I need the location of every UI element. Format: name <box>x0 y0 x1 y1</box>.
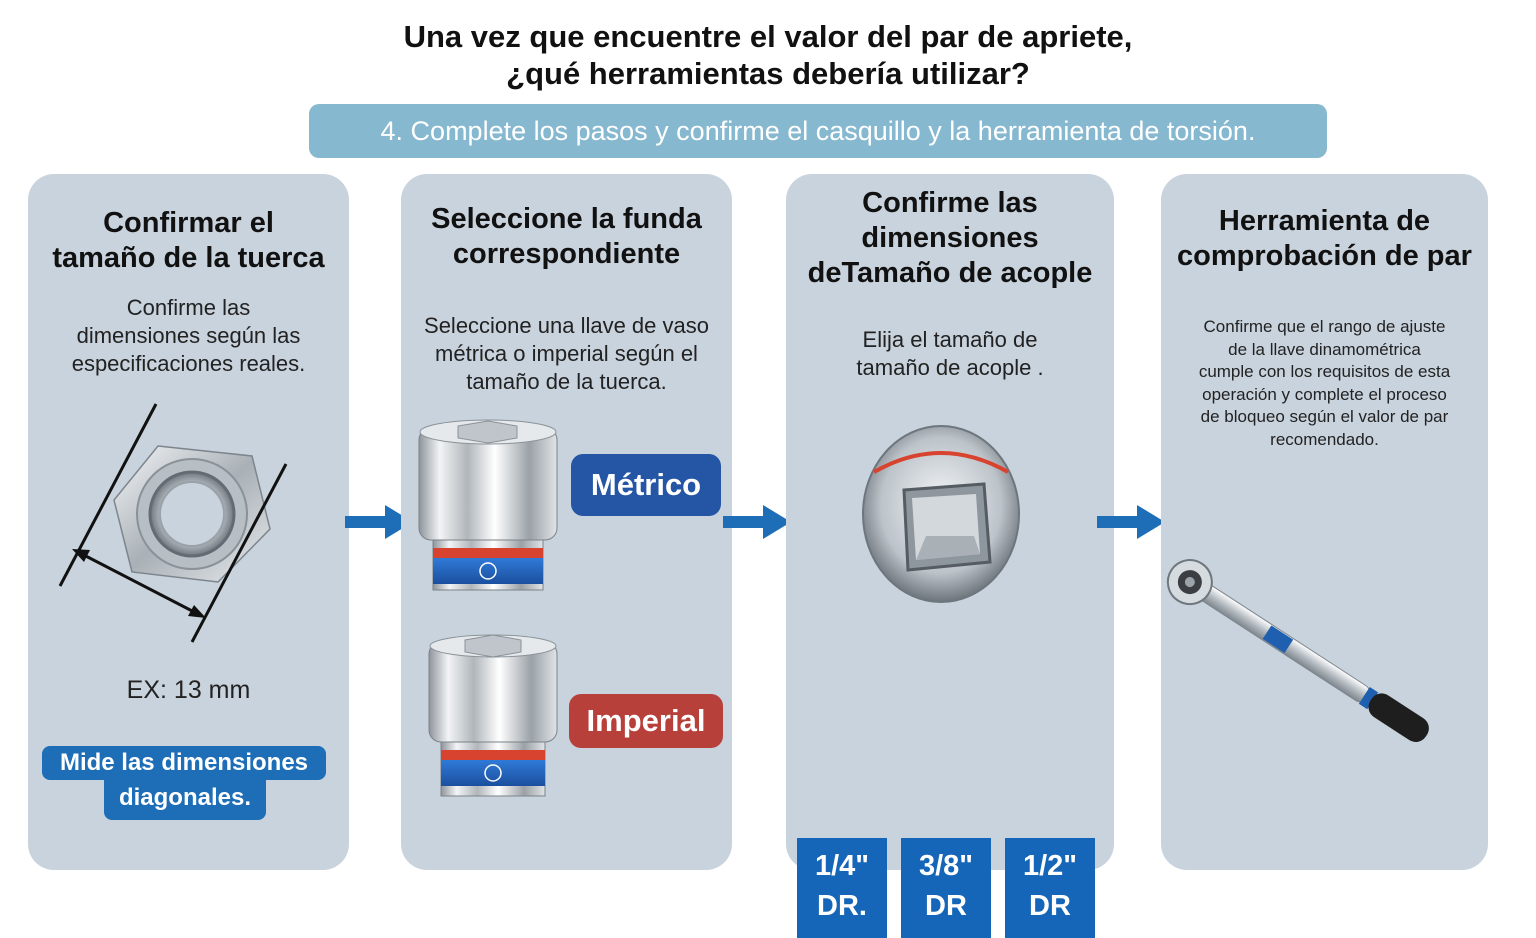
drive-size-label: 1/2" <box>1022 850 1078 882</box>
arrow-right-icon <box>345 505 413 539</box>
panel-socket-select: Seleccione la funda correspondiente Sele… <box>401 174 732 870</box>
desc-line: Seleccione una llave de vaso <box>424 313 709 338</box>
page-title: Una vez que encuentre el valor del par d… <box>0 18 1536 92</box>
title-line-2: ¿qué herramientas debería utilizar? <box>506 56 1030 91</box>
panel-torque-tool-desc: Confirme que el rango de ajuste de la ll… <box>1161 316 1488 451</box>
drive-size-label: 3/8" <box>918 850 974 882</box>
example-size: EX: 13 mm <box>126 676 251 704</box>
desc-line: operación y complete el proceso <box>1202 384 1447 404</box>
panel-nut-size-desc: Confirme las dimensiones según las espec… <box>28 294 349 378</box>
desc-line: tamaño de la tuerca. <box>466 369 667 394</box>
panel-drive-size-title: Confirme las dimensiones deTamaño de aco… <box>786 186 1114 291</box>
panel-socket-select-title: Seleccione la funda correspondiente <box>401 202 732 272</box>
drive-unit-label: DR <box>925 890 967 922</box>
panel-torque-tool-title: Herramienta de comprobación de par <box>1161 204 1488 274</box>
title-line: correspondiente <box>452 238 681 270</box>
step-subtitle: 4. Complete los pasos y confirme el casq… <box>309 104 1327 158</box>
drive-unit-label: DR <box>1029 890 1071 922</box>
drive-1-4-box: 1/4" DR. <box>797 838 887 938</box>
desc-line: de la llave dinamométrica <box>1228 339 1421 359</box>
metric-socket-icon <box>418 419 558 591</box>
panel-socket-select-desc: Seleccione una llave de vaso métrica o i… <box>401 312 732 396</box>
desc-line: de bloqueo según el valor de par <box>1200 407 1449 426</box>
desc-line: Confirme las <box>126 295 251 320</box>
arrow-right-icon <box>1097 505 1165 539</box>
drive-3-8-box: 3/8" DR <box>901 838 991 938</box>
desc-line: recomendado. <box>1270 429 1379 449</box>
torque-wrench-icon <box>1166 559 1429 742</box>
title-line: dimensiones <box>861 222 1039 254</box>
title-line: comprobación de par <box>1177 240 1472 272</box>
measure-badge-line1: Mide las dimensiones <box>42 746 326 780</box>
desc-line: Elija el tamaño de <box>862 327 1038 352</box>
drive-size-label: 1/4" <box>814 850 870 882</box>
hex-nut-illustration <box>58 403 288 643</box>
title-line: Herramienta de <box>1218 205 1431 237</box>
panel-drive-size: Confirme las dimensiones deTamaño de aco… <box>786 174 1114 938</box>
desc-line: cumple con los requisitos de esta <box>1198 362 1451 381</box>
title-line: Seleccione la funda <box>431 203 702 235</box>
panel-torque-tool: Herramienta de comprobación de par Confi… <box>1161 174 1488 870</box>
desc-line: dimensiones según las <box>76 323 301 348</box>
title-line: tamaño de la tuerca <box>52 242 325 274</box>
title-line-1: Una vez que encuentre el valor del par d… <box>403 19 1133 54</box>
panel-drive-size-desc: Elija el tamaño de tamaño de acople . <box>786 326 1114 382</box>
square-drive-icon <box>862 425 1020 603</box>
drive-unit-label: DR. <box>817 890 867 922</box>
imperial-label: Imperial <box>569 694 723 748</box>
imperial-socket-icon <box>428 634 558 797</box>
measure-badge-line2: diagonales. <box>104 780 266 820</box>
drive-1-2-box: 1/2" DR <box>1005 838 1095 938</box>
metric-label: Métrico <box>571 454 721 516</box>
desc-line: especificaciones reales. <box>71 351 306 376</box>
arrow-right-icon <box>723 505 791 539</box>
panel-nut-size-title: Confirmar el tamaño de la tuerca <box>28 206 349 276</box>
title-line: Confirme las <box>862 187 1038 219</box>
desc-line: tamaño de acople . <box>856 355 1044 380</box>
desc-line: métrica o imperial según el <box>435 341 698 366</box>
panel-nut-size: Confirmar el tamaño de la tuerca Confirm… <box>28 174 349 870</box>
title-line: Confirmar el <box>103 207 274 239</box>
desc-line: Confirme que el rango de ajuste <box>1203 317 1446 336</box>
title-line: deTamaño de acople <box>807 257 1093 289</box>
